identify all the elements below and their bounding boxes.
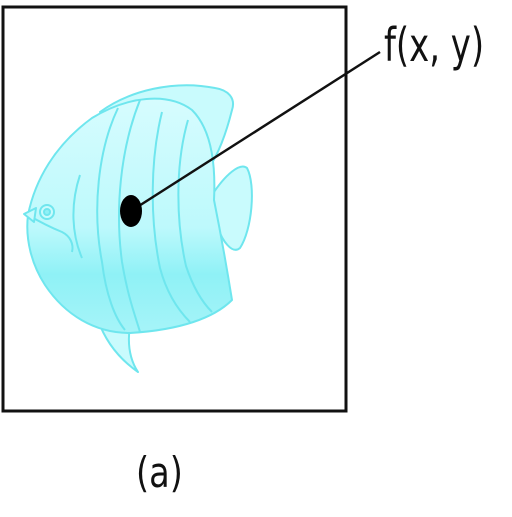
point-label: f(x, y) bbox=[384, 18, 485, 72]
mouth bbox=[23, 207, 37, 223]
fish-pupil bbox=[43, 208, 51, 216]
sample-point bbox=[120, 195, 142, 227]
stripe-2 bbox=[151, 111, 191, 323]
stripe-3 bbox=[72, 174, 83, 259]
pointer-line bbox=[130, 50, 381, 213]
head-line bbox=[27, 214, 74, 253]
stripe-1 bbox=[96, 107, 126, 331]
figure-caption: (a) bbox=[136, 448, 183, 497]
stripe-1b bbox=[118, 99, 141, 333]
stripe-2b bbox=[177, 119, 213, 313]
